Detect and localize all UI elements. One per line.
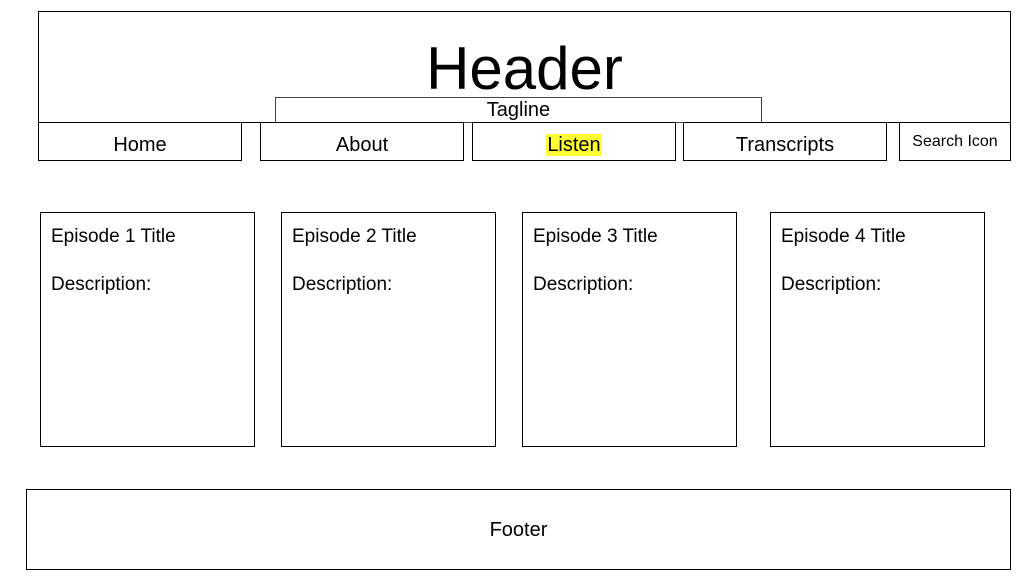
search-icon[interactable]: Search Icon <box>899 122 1011 161</box>
tagline: Tagline <box>275 97 762 123</box>
nav-home-label: Home <box>113 134 167 156</box>
nav-about[interactable]: About <box>260 122 464 161</box>
nav-home[interactable]: Home <box>38 122 242 161</box>
episode-title: Episode 1 Title <box>51 226 176 247</box>
footer-label: Footer <box>489 519 548 541</box>
episode-title: Episode 3 Title <box>533 226 658 247</box>
episode-card[interactable]: Episode 4 Title Description: <box>770 212 985 447</box>
episode-title: Episode 2 Title <box>292 226 417 247</box>
episode-description: Description: <box>533 274 634 295</box>
nav-about-label: About <box>335 134 389 156</box>
nav-listen-label: Listen <box>546 134 602 156</box>
episode-card[interactable]: Episode 1 Title Description: <box>40 212 255 447</box>
search-icon-label: Search Icon <box>912 133 998 150</box>
episode-description: Description: <box>292 274 393 295</box>
episode-title: Episode 4 Title <box>781 226 906 247</box>
nav-transcripts-label: Transcripts <box>735 134 835 156</box>
footer: Footer <box>26 489 1011 570</box>
nav-transcripts[interactable]: Transcripts <box>683 122 887 161</box>
page-title: Header <box>426 35 623 102</box>
episode-description: Description: <box>781 274 882 295</box>
nav-listen[interactable]: Listen <box>472 122 676 161</box>
episode-description: Description: <box>51 274 152 295</box>
header-section <box>38 11 1011 123</box>
episode-card[interactable]: Episode 2 Title Description: <box>281 212 496 447</box>
episode-card[interactable]: Episode 3 Title Description: <box>522 212 737 447</box>
